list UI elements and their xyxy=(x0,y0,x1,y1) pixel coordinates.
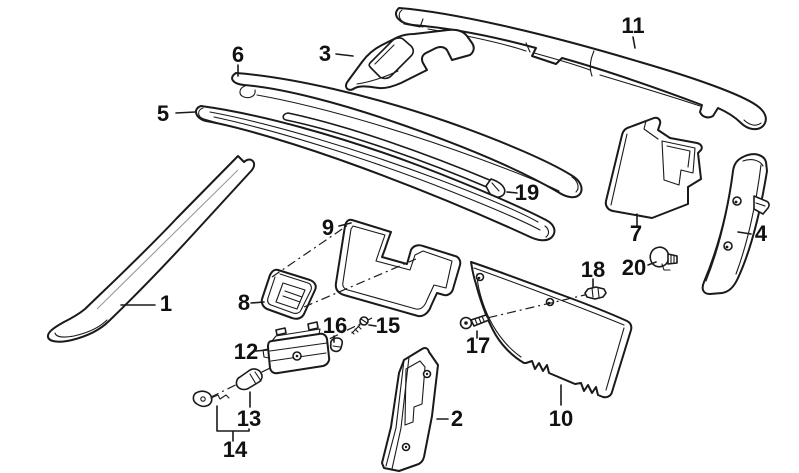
callout-labels: 1 2 3 4 5 6 7 8 9 10 11 12 13 14 15 16 1… xyxy=(157,13,768,462)
callout-label-1[interactable]: 1 xyxy=(160,291,172,316)
part-12-drawing[interactable] xyxy=(262,321,331,375)
part-6-drawing[interactable] xyxy=(231,72,583,199)
callout-label-20[interactable]: 20 xyxy=(622,255,646,280)
callout-label-15[interactable]: 15 xyxy=(376,313,400,338)
part-7-drawing[interactable] xyxy=(604,116,703,219)
leader-line-9 xyxy=(338,222,352,227)
leader-line-5 xyxy=(175,111,196,114)
callout-label-14[interactable]: 14 xyxy=(223,437,248,462)
callout-label-17[interactable]: 17 xyxy=(466,333,490,358)
leader-line-8 xyxy=(250,301,265,304)
leader-line-3 xyxy=(335,53,354,57)
part-15-drawing[interactable] xyxy=(351,316,369,335)
callout-label-12[interactable]: 12 xyxy=(234,339,258,364)
callout-label-18[interactable]: 18 xyxy=(581,257,605,282)
part-14-drawing[interactable] xyxy=(192,390,230,408)
leader-line-4 xyxy=(737,231,752,235)
callout-label-2[interactable]: 2 xyxy=(451,406,463,431)
assembly-axis-lamp xyxy=(202,317,373,402)
part-1-drawing[interactable] xyxy=(46,155,256,343)
leader-line-15 xyxy=(368,324,377,327)
callout-label-5[interactable]: 5 xyxy=(157,101,169,126)
callout-label-4[interactable]: 4 xyxy=(755,221,768,246)
leader-line-20 xyxy=(647,261,657,266)
part-13-drawing[interactable] xyxy=(235,368,263,391)
part-2-drawing[interactable] xyxy=(381,347,439,472)
part-10-drawing[interactable] xyxy=(470,261,633,399)
part-17-drawing[interactable] xyxy=(459,314,490,330)
callout-label-13[interactable]: 13 xyxy=(237,406,261,431)
callout-label-10[interactable]: 10 xyxy=(549,406,573,431)
part-18-drawing[interactable] xyxy=(584,286,607,300)
part-5-drawing[interactable] xyxy=(195,105,556,242)
leader-line-11 xyxy=(632,36,636,49)
part-9-drawing[interactable] xyxy=(334,218,462,318)
callout-label-11[interactable]: 11 xyxy=(621,13,644,38)
part-16-drawing[interactable] xyxy=(329,337,344,353)
callout-label-19[interactable]: 19 xyxy=(515,180,539,205)
part-19-drawing[interactable] xyxy=(282,112,506,199)
part-20-drawing[interactable] xyxy=(649,246,678,271)
callout-label-7[interactable]: 7 xyxy=(630,221,642,246)
bracket-line-13-14 xyxy=(216,405,250,442)
part-11-drawing[interactable] xyxy=(395,7,767,131)
callout-label-6[interactable]: 6 xyxy=(232,42,244,67)
part-8-drawing[interactable] xyxy=(260,268,317,320)
callout-label-16[interactable]: 16 xyxy=(323,313,347,338)
assembly-axis-screw xyxy=(469,293,590,323)
part-4-drawing[interactable] xyxy=(701,153,770,295)
assembly-axis-bezel xyxy=(271,224,417,308)
callout-label-9[interactable]: 9 xyxy=(322,215,334,240)
leader-lines xyxy=(120,36,752,442)
part-3-drawing[interactable] xyxy=(345,28,475,91)
leader-line-19 xyxy=(506,191,518,194)
callout-label-3[interactable]: 3 xyxy=(319,41,331,66)
callout-label-8[interactable]: 8 xyxy=(238,290,250,315)
leader-line-12 xyxy=(255,349,268,352)
